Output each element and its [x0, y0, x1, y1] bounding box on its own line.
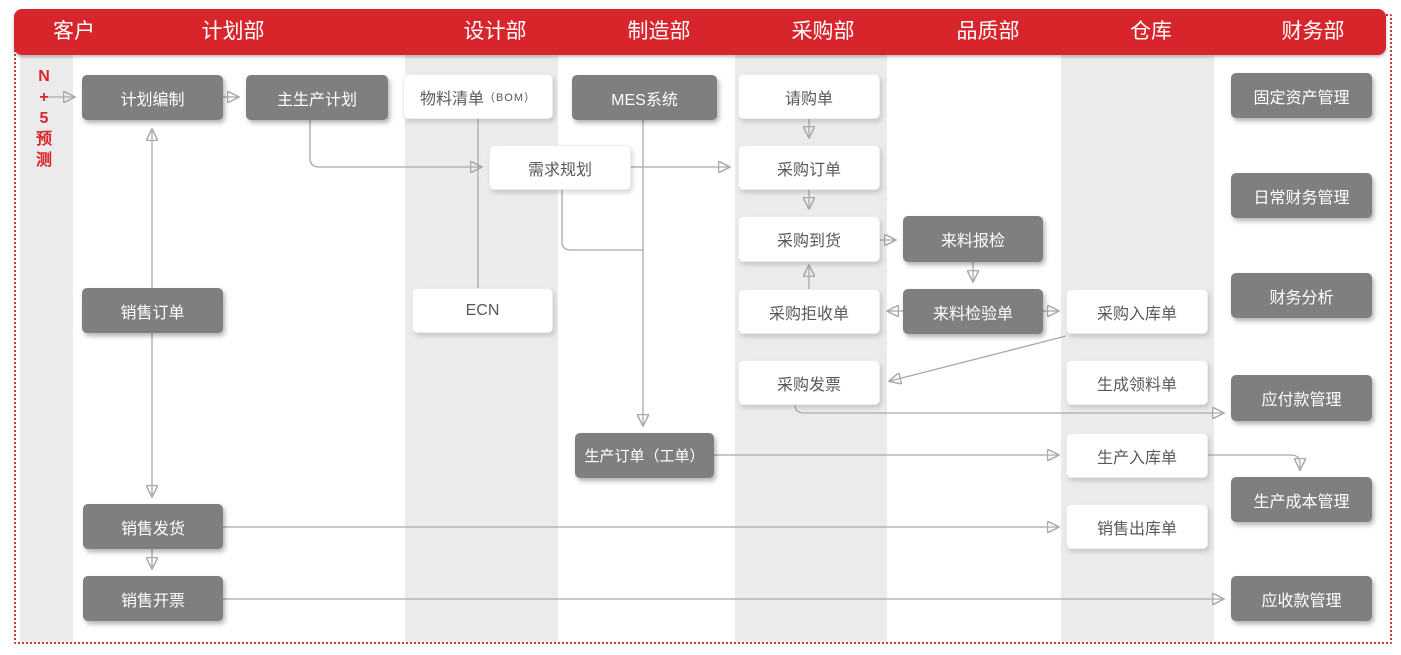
node-daily-finance: 日常财务管理	[1231, 173, 1372, 218]
node-accounts-payable: 应付款管理	[1231, 375, 1372, 421]
node-mes-system: MES系统	[572, 75, 717, 120]
node-demand-planning: 需求规划	[489, 145, 631, 190]
node-ecn: ECN	[412, 288, 553, 333]
node-production-order: 生产订单（工单）	[575, 433, 714, 478]
note-line: N	[38, 68, 50, 85]
node-master-production-schedule: 主生产计划	[246, 75, 388, 120]
note-line: +	[39, 89, 49, 106]
header-manufacturing: 制造部	[627, 20, 691, 43]
node-bom-suffix: （BOM）	[483, 91, 537, 104]
header-planning: 计划部	[201, 20, 265, 43]
node-incoming-inspection: 来料检验单	[903, 289, 1043, 334]
node-purchase-arrival: 采购到货	[738, 216, 880, 262]
note-line: 5	[39, 110, 49, 127]
node-purchase-rejection: 采购拒收单	[738, 289, 880, 334]
note-line: 测	[35, 152, 52, 169]
node-financial-analysis: 财务分析	[1231, 273, 1372, 318]
node-incoming-report: 来料报检	[903, 216, 1043, 262]
header-quality: 品质部	[956, 20, 1020, 43]
node-sales-outstock: 销售出库单	[1066, 504, 1208, 549]
note-line: 预	[35, 131, 52, 148]
header-warehouse: 仓库	[1130, 20, 1172, 43]
node-sales-shipment: 销售发货	[83, 504, 223, 549]
node-plan-creation: 计划编制	[82, 75, 223, 120]
node-sales-invoicing: 销售开票	[83, 576, 223, 621]
header-design: 设计部	[463, 20, 527, 43]
node-purchase-invoice: 采购发票	[738, 360, 880, 405]
node-production-cost: 生产成本管理	[1231, 477, 1372, 522]
column-band-customer	[20, 55, 73, 642]
department-header-bar: 客户 计划部 设计部 制造部 采购部 品质部 仓库 财务部	[14, 9, 1386, 55]
node-purchase-request: 请购单	[738, 74, 880, 119]
node-purchase-order: 采购订单	[738, 145, 880, 190]
node-purchase-instock: 采购入库单	[1066, 289, 1208, 334]
node-accounts-receivable: 应收款管理	[1231, 576, 1372, 621]
header-customer: 客户	[53, 20, 95, 43]
header-finance: 财务部	[1281, 20, 1345, 43]
node-sales-order: 销售订单	[82, 288, 223, 333]
node-picking-list: 生成领料单	[1066, 360, 1208, 405]
node-fixed-assets: 固定资产管理	[1231, 73, 1372, 118]
n-plus-5-forecast-note: N + 5 预 测	[31, 66, 57, 171]
node-bom-label: 物料清单	[419, 90, 484, 108]
node-production-instock: 生产入库单	[1066, 433, 1208, 478]
header-purchasing: 采购部	[791, 20, 855, 43]
node-bom: 物料清单（BOM）	[403, 74, 553, 119]
